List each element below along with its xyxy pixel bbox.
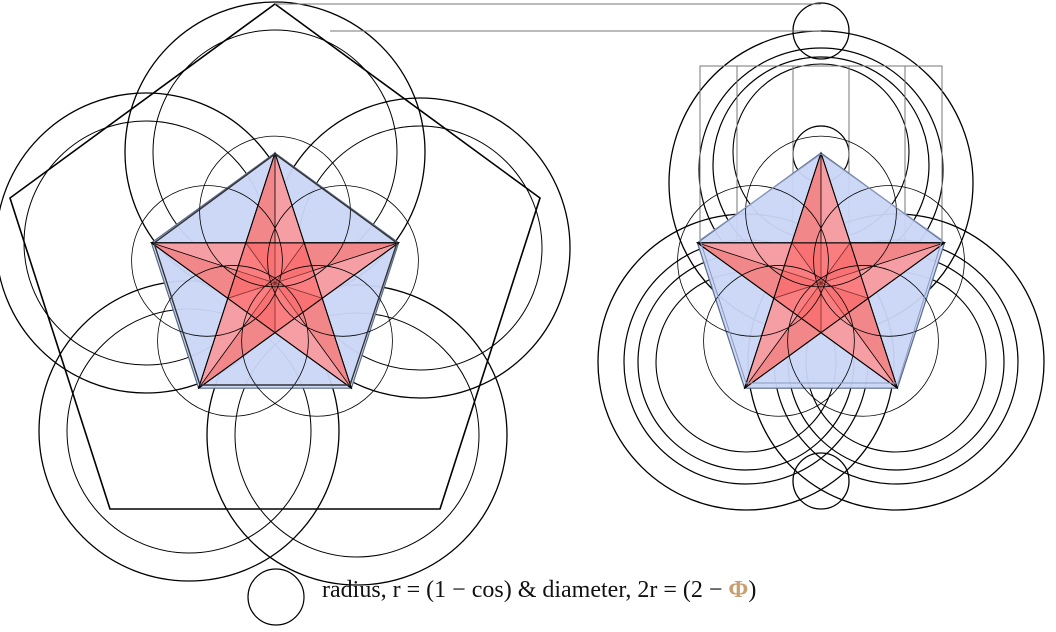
- right-petal-arc: [787, 265, 939, 417]
- phi-symbol: Φ: [728, 577, 749, 603]
- right-petal-arc: [677, 185, 829, 337]
- left-star-line: [198, 152, 276, 389]
- legend-text-before: radius, r = (1 − cos) & diameter, 2r = (…: [322, 577, 729, 603]
- left-petal-arc: [241, 265, 393, 417]
- bottom-small-circle: [792, 452, 850, 510]
- right-petal-arc: [745, 135, 897, 288]
- right-petal-arc: [813, 185, 965, 337]
- left-petal-arc: [131, 185, 283, 337]
- left-pentagon-outline: [153, 153, 398, 386]
- right-figure: [597, 2, 1045, 511]
- right-petal-arc: [703, 265, 855, 417]
- left-star-line: [274, 152, 352, 389]
- left-petal-arc: [267, 185, 419, 337]
- left-petal-arc: [199, 135, 351, 288]
- left-figure: [0, 1, 571, 586]
- right-star-line: [744, 152, 822, 389]
- right-star-line: [744, 242, 945, 389]
- legend-circle-icon: [247, 568, 305, 626]
- right-star-line: [697, 242, 898, 389]
- legend-text-after: ): [748, 577, 757, 603]
- legend-caption: radius, r = (1 − cos) & diameter, 2r = (…: [322, 578, 756, 602]
- right-pentagon-outline: [699, 153, 943, 384]
- left-star-line: [198, 242, 399, 389]
- connector-lines: [275, 3, 821, 32]
- left-petal-arc: [157, 265, 309, 417]
- right-star-line: [820, 152, 898, 389]
- outer-pentagon: [9, 3, 541, 510]
- left-star-line: [151, 242, 352, 389]
